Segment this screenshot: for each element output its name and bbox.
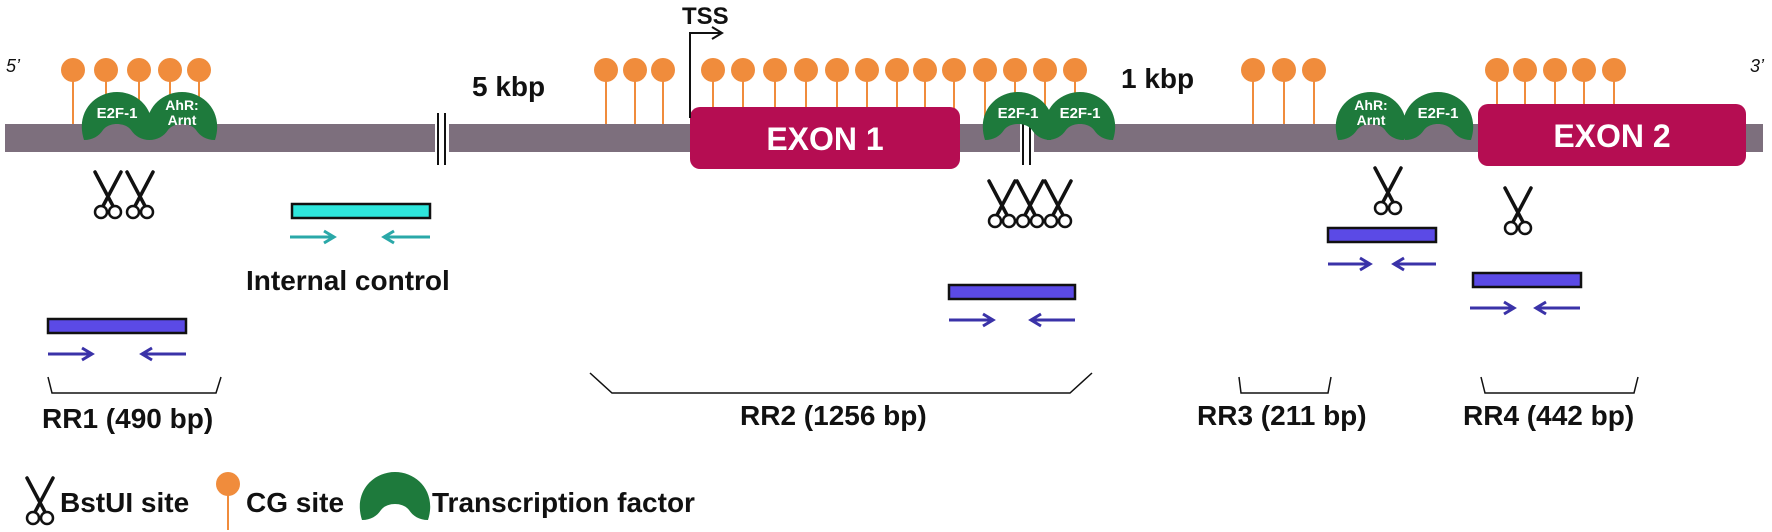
legend-transcription-factor-icon <box>359 472 431 520</box>
cg-lollipop-icon <box>1241 58 1265 124</box>
svg-text:E2F-1: E2F-1 <box>1418 105 1459 122</box>
svg-text:Arnt: Arnt <box>1357 112 1386 128</box>
svg-text:E2F-1: E2F-1 <box>97 105 138 122</box>
bracket-rr3 <box>1238 376 1332 394</box>
exon-2: EXON 2 <box>1478 104 1746 166</box>
cg-lollipop-icon <box>61 58 85 124</box>
legend-tf-label: Transcription factor <box>432 487 695 518</box>
legend-cg-lollipop-icon <box>216 472 240 530</box>
svg-text:Arnt: Arnt <box>168 112 197 128</box>
cg-lollipop-icon <box>1302 58 1326 124</box>
tss-label: TSS <box>682 3 729 30</box>
exon-2-label: EXON 2 <box>1553 118 1670 154</box>
legend-cg-label: CG site <box>246 487 344 518</box>
primer-rr1 <box>46 317 188 335</box>
primer-arrow-icon <box>1391 256 1436 272</box>
legend-scissors-icon <box>25 476 55 526</box>
scissors-icon <box>1503 186 1533 236</box>
scissors-icon <box>987 179 1017 229</box>
tf-ahr-rr3: AhR: Arnt <box>1335 92 1407 140</box>
tf-e2f1-rr1: E2F-1 <box>81 92 153 140</box>
scissors-icon <box>1373 166 1403 216</box>
tf-ahr-rr1: AhR: Arnt <box>146 92 218 140</box>
scissors-icon <box>1015 179 1045 229</box>
region-brackets <box>47 372 1639 394</box>
cg-lollipop-icon <box>1272 58 1296 124</box>
exon-1-label: EXON 1 <box>766 121 883 157</box>
break-5kbp-label: 5 kbp <box>472 71 545 102</box>
tf-e2f1-rr2b: E2F-1 <box>1044 92 1116 140</box>
primer-arrow-icon <box>1028 312 1075 328</box>
bracket-rr1 <box>47 376 222 394</box>
exon-1: EXON 1 <box>690 107 960 169</box>
scissors-icon <box>93 170 123 220</box>
primer-arrow-icon <box>949 312 996 328</box>
break-1kbp-label: 1 kbp <box>1121 63 1194 94</box>
cg-lollipop-icon <box>594 58 618 124</box>
five-prime-label: 5’ <box>6 56 21 76</box>
legend: BstUI site CG site Transcription factor <box>25 472 695 530</box>
svg-text:AhR:: AhR: <box>165 97 198 113</box>
internal-control-label: Internal control <box>246 265 450 296</box>
primer-rr3 <box>1326 226 1438 244</box>
primer-rr4 <box>1471 271 1583 289</box>
primer-arrow-icon <box>48 346 95 362</box>
svg-text:AhR:: AhR: <box>1354 97 1387 113</box>
scissors-icon <box>1043 179 1073 229</box>
primer-arrows <box>48 229 1580 362</box>
primer-arrow-icon <box>381 229 430 245</box>
rr1-label: RR1 (490 bp) <box>42 403 213 434</box>
bstui-sites <box>93 166 1533 236</box>
tf-e2f1-rr3: E2F-1 <box>1402 92 1474 140</box>
scissors-icon <box>125 170 155 220</box>
svg-text:E2F-1: E2F-1 <box>1060 105 1101 122</box>
primer-arrow-icon <box>1533 300 1580 316</box>
primer-rr2 <box>947 283 1077 301</box>
tf-e2f1-rr2a: E2F-1 <box>982 92 1054 140</box>
rr3-label: RR3 (211 bp) <box>1197 400 1367 431</box>
cg-lollipop-icon <box>651 58 675 124</box>
three-prime-label: 3’ <box>1750 56 1765 76</box>
primer-arrow-icon <box>1328 256 1373 272</box>
rr4-label: RR4 (442 bp) <box>1463 400 1634 431</box>
primer-internal-control <box>290 202 432 220</box>
primer-arrow-icon <box>1470 300 1517 316</box>
primer-arrow-icon <box>290 229 337 245</box>
cg-sites <box>61 58 1626 124</box>
break-mark-5kbp <box>435 113 449 165</box>
primer-arrow-icon <box>139 346 186 362</box>
rr2-label: RR2 (1256 bp) <box>740 400 927 431</box>
svg-text:E2F-1: E2F-1 <box>998 105 1039 122</box>
cg-lollipop-icon <box>623 58 647 124</box>
bracket-rr4 <box>1480 376 1639 394</box>
legend-bstui-label: BstUI site <box>60 487 189 518</box>
tss-arrow-icon <box>689 26 724 118</box>
bracket-rr2 <box>589 372 1093 394</box>
